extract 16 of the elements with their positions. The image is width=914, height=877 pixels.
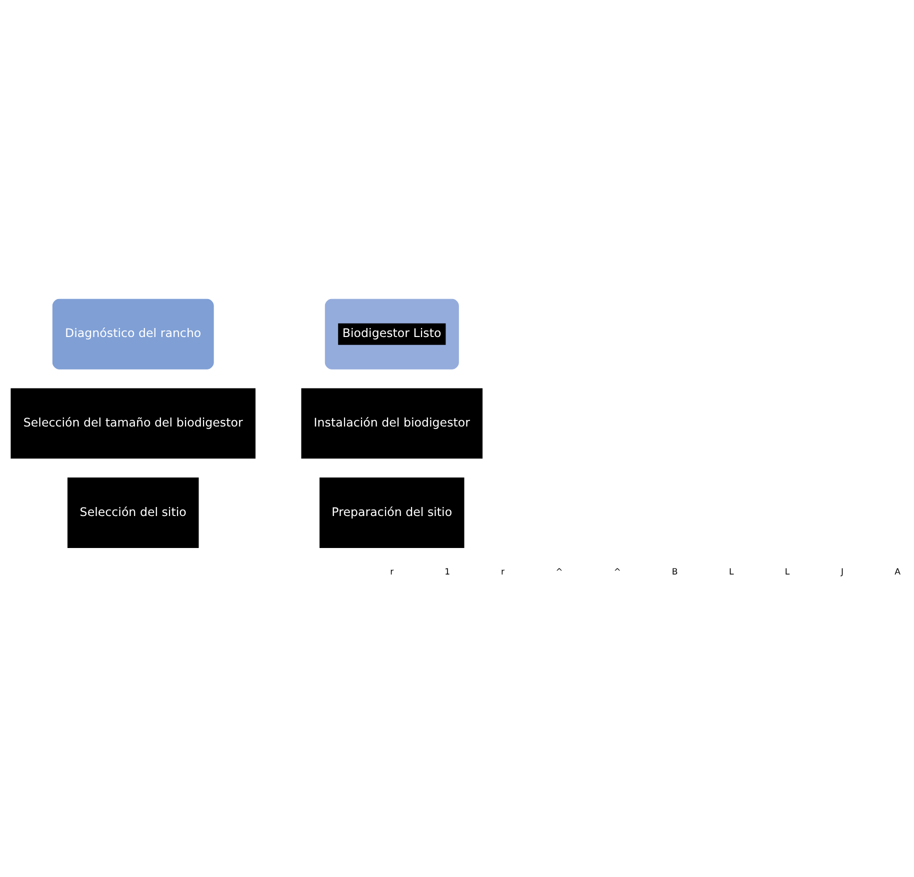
label: A bbox=[894, 568, 901, 578]
node-box: Biodigestor Listo bbox=[324, 298, 459, 370]
label: ^ bbox=[556, 568, 563, 578]
label: L bbox=[728, 568, 734, 578]
node-box: Selección del tamaño del biodigestor bbox=[10, 388, 256, 459]
label: 1 bbox=[444, 568, 450, 578]
label: ^ bbox=[614, 568, 621, 578]
label: B bbox=[672, 568, 678, 578]
label: r bbox=[500, 568, 505, 578]
label: L bbox=[784, 568, 790, 578]
node-box: Instalación del biodigestor bbox=[301, 388, 483, 459]
node-box: Selección del sitio bbox=[67, 478, 199, 548]
label: J bbox=[840, 568, 844, 578]
label: r bbox=[390, 568, 394, 578]
node-box: Diagnóstico del rancho bbox=[52, 298, 214, 370]
node-box: Preparación del sitio bbox=[320, 478, 464, 548]
